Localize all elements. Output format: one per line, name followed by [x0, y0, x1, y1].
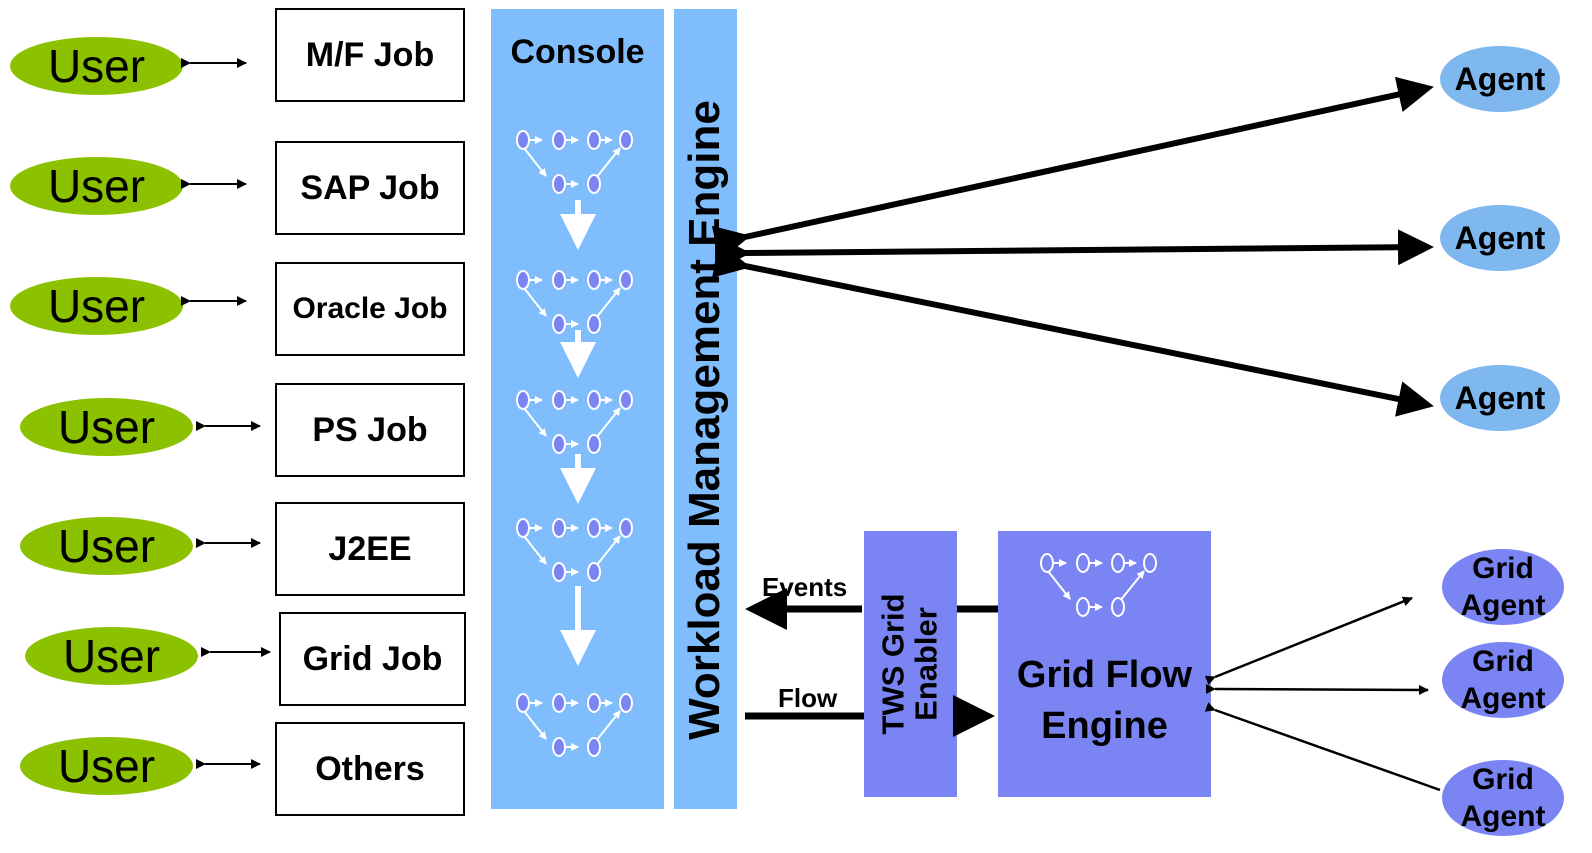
workflow-icon: [517, 519, 632, 581]
workflow-icon: [516, 130, 633, 194]
flow-label: Flow: [778, 683, 838, 713]
grid-flow-engine-panel: [998, 531, 1211, 797]
workflow-glyph-group: [516, 130, 633, 194]
workflow-icon: [517, 391, 632, 453]
user-node: User: [25, 627, 198, 685]
user-job-links: [181, 58, 271, 769]
job-box-grid: Grid Job: [279, 612, 466, 706]
user-node: User: [20, 737, 193, 795]
tws-grid-enabler-panel: [864, 531, 957, 797]
agent-node: Agent: [1440, 205, 1560, 271]
workflow-icon: [1041, 554, 1156, 616]
user-node: User: [10, 157, 183, 215]
job-box-sap: SAP Job: [275, 141, 465, 235]
workflow-icon: [517, 694, 632, 756]
job-box-others: Others: [275, 722, 465, 816]
grid-agent-links: [1204, 596, 1441, 792]
agent-node: Agent: [1440, 46, 1560, 112]
console-title: Console: [510, 33, 645, 71]
workflow-icon: [517, 271, 632, 333]
user-node: User: [20, 517, 193, 575]
user-node: User: [10, 37, 183, 95]
job-box-ps: PS Job: [275, 383, 465, 477]
user-node: User: [20, 398, 193, 456]
job-box-j2ee: J2EE: [275, 502, 465, 596]
agent-node: Agent: [1440, 365, 1560, 431]
job-box-mf: M/F Job: [275, 8, 465, 102]
user-node: User: [10, 277, 183, 335]
engine-agent-links: [711, 76, 1434, 417]
job-box-oracle: Oracle Job: [275, 262, 465, 356]
events-flow-links: [745, 588, 998, 737]
